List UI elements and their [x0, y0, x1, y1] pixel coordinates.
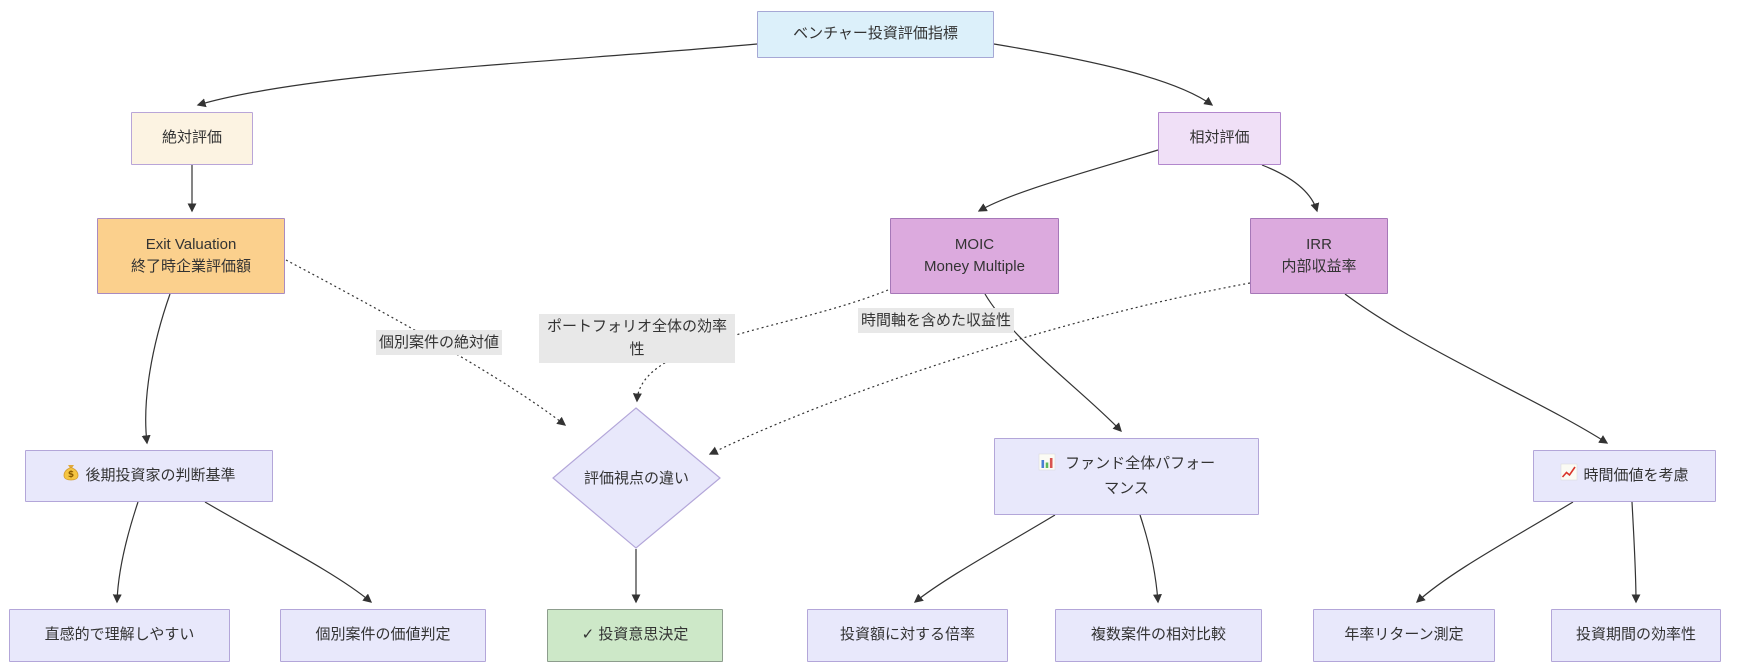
node-fund-performance-label: ファンド全体パフォーマンス: [1065, 454, 1216, 498]
edge-late-investor-to-case-value: [204, 501, 373, 603]
edge-moic-to-diamond: [632, 289, 889, 403]
edge-irr-to-time-value: [1344, 293, 1609, 444]
node-annual-return-label: 年率リターン測定: [1344, 626, 1464, 644]
node-viewpoint-diamond: [552, 407, 721, 549]
node-investment-decision: ✓ 投資意思決定: [547, 609, 723, 662]
node-comparison-label: 複数案件の相対比較: [1090, 626, 1226, 644]
node-investment-decision-label: ✓ 投資意思決定: [581, 626, 689, 644]
edge-fund-to-comparison: [1139, 514, 1162, 604]
money-bag-icon: $: [62, 463, 80, 489]
node-case-value-label: 個別案件の価値判定: [315, 626, 451, 644]
node-annual-return: 年率リターン測定: [1313, 609, 1495, 662]
edge-time-to-annual-return: [1416, 501, 1574, 603]
fund-performance-content: ファンド全体パフォーマンス: [1037, 453, 1217, 501]
node-time-value-label: 時間価値を考慮: [1583, 466, 1689, 484]
edge-time-to-period-efficiency: [1631, 501, 1641, 604]
node-relative-label: 相対評価: [1189, 129, 1250, 147]
node-case-value-judgement: 個別案件の価値判定: [280, 609, 486, 662]
node-period-efficiency-label: 投資期間の効率性: [1575, 626, 1696, 644]
node-moic: MOIC Money Multiple: [890, 218, 1059, 294]
edge-relative-to-irr: [1261, 164, 1320, 213]
edge-label-time-profitability: 時間軸を含めた収益性: [858, 308, 1015, 334]
edge-label-portfolio-efficiency: ポートフォリオ全体の効率性: [539, 314, 735, 363]
node-absolute-label: 絶対評価: [161, 129, 222, 147]
node-intuitive-label: 直感的で理解しやすい: [44, 626, 195, 644]
node-moic-line1: MOIC: [954, 235, 995, 253]
edge-late-investor-to-intuitive: [112, 501, 139, 604]
node-moic-line2: Money Multiple: [924, 258, 1025, 275]
node-fund-performance: ファンド全体パフォーマンス: [994, 438, 1259, 515]
edge-relative-to-moic: [977, 149, 1159, 212]
node-multiple-label: 投資額に対する倍率: [839, 626, 975, 644]
node-relative-evaluation: 相対評価: [1158, 112, 1281, 165]
node-relative-comparison: 複数案件の相対比較: [1055, 609, 1262, 662]
node-intuitive: 直感的で理解しやすい: [9, 609, 230, 662]
edge-root-to-absolute: [196, 43, 758, 108]
edge-root-to-relative: [993, 43, 1214, 106]
edge-exit-to-diamond: [285, 259, 567, 426]
node-viewpoint-diamond-label: 評価視点の違い: [583, 470, 689, 487]
edge-exit-to-late-investor: [141, 293, 171, 445]
node-irr: IRR 内部収益率: [1250, 218, 1388, 294]
node-absolute-evaluation: 絶対評価: [131, 112, 253, 165]
node-root-label: ベンチャー投資評価指標: [793, 25, 958, 43]
node-exit-line2: 終了時企業評価額: [130, 258, 251, 275]
chart-increasing-icon: [1560, 463, 1578, 489]
node-exit-valuation: Exit Valuation 終了時企業評価額: [97, 218, 285, 294]
edge-label-absolute-value: 個別案件の絶対値: [376, 330, 503, 356]
node-irr-line2: 内部収益率: [1281, 258, 1357, 275]
node-multiple-on-investment: 投資額に対する倍率: [807, 609, 1008, 662]
node-irr-line1: IRR: [1306, 235, 1332, 253]
node-time-value: 時間価値を考慮: [1533, 450, 1716, 502]
node-period-efficiency: 投資期間の効率性: [1551, 609, 1721, 662]
bar-chart-icon: [1038, 453, 1056, 479]
node-late-stage-investor: $ 後期投資家の判断基準: [25, 450, 273, 502]
node-root: ベンチャー投資評価指標: [757, 11, 994, 58]
node-late-stage-investor-label: 後期投資家の判断基準: [85, 466, 236, 484]
svg-text:$: $: [68, 470, 74, 480]
node-exit-line1: Exit Valuation: [145, 235, 237, 253]
edge-fund-to-multiple: [913, 514, 1056, 603]
